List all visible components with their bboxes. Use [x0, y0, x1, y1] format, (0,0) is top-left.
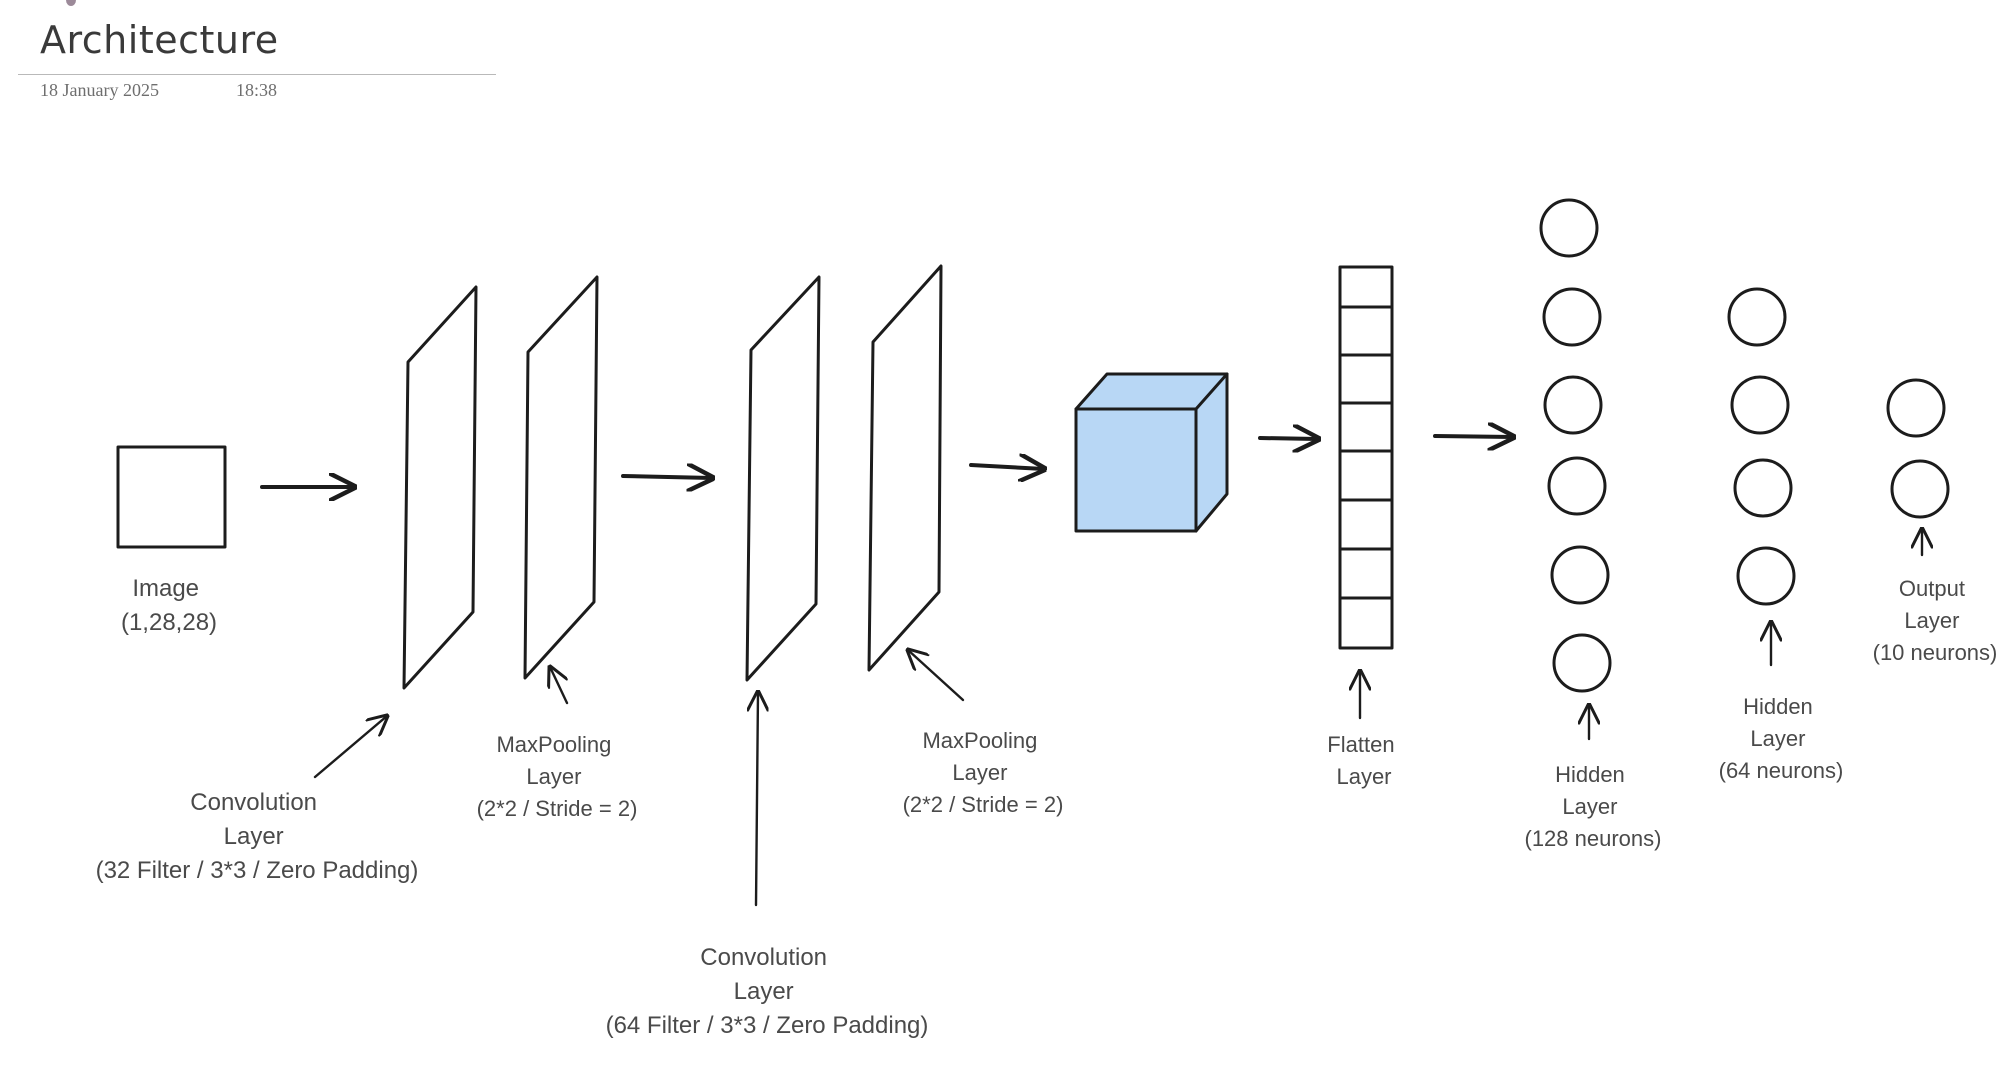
flatten-vector [1338, 265, 1394, 650]
title-divider [18, 74, 496, 75]
label-image: Image (1,28,28) [121, 575, 217, 636]
flow-arrow-pool2-to-cube [969, 465, 1044, 469]
neuron [1550, 545, 1610, 605]
neuron [1890, 459, 1950, 519]
neuron [1543, 375, 1603, 435]
pool2-feature-map [867, 264, 943, 672]
label-output: Output Layer (10 neurons) [1873, 576, 1998, 665]
output-layer-neurons [1886, 378, 1950, 519]
conv2-feature-map [745, 275, 821, 682]
flow-arrow-cube-to-flatten [1258, 438, 1318, 439]
label-pool1: MaxPooling Layer (2*2 / Stride = 2) [477, 732, 638, 821]
label-pool2: MaxPooling Layer (2*2 / Stride = 2) [903, 728, 1064, 817]
neuron [1552, 633, 1612, 693]
label-hidden2: Hidden Layer (64 neurons) [1719, 694, 1844, 783]
page-corner-mark [66, 0, 76, 6]
pointer-arrow-pool2 [908, 650, 965, 702]
page-title: Architecture [40, 18, 279, 62]
page-time: 18:38 [236, 80, 278, 100]
neuron [1542, 287, 1602, 347]
label-flatten: Flatten Layer [1327, 732, 1400, 789]
pool1-feature-map [523, 275, 599, 680]
label-hidden1: Hidden Layer (128 neurons) [1525, 762, 1662, 851]
hidden-layer-1-neurons [1539, 198, 1612, 693]
pointer-arrow-conv2 [756, 692, 758, 907]
neuron [1886, 378, 1946, 438]
flow-arrow-flatten-to-hidden1 [1433, 436, 1513, 437]
neuron [1733, 458, 1793, 518]
flow-arrow-pool1-to-conv2 [621, 476, 712, 478]
feature-volume-cube [1074, 372, 1229, 533]
neuron [1539, 198, 1599, 258]
neuron [1730, 375, 1790, 435]
label-conv2: Convolution Layer (64 Filter / 3*3 / Zer… [606, 944, 929, 1039]
conv1-feature-map [402, 285, 478, 690]
hidden-layer-2-neurons [1727, 287, 1796, 606]
page-date: 18 January 2025 [40, 80, 159, 100]
pointer-arrow-pool1 [550, 667, 569, 705]
pointer-arrow-conv1 [313, 716, 387, 779]
input-image-box [116, 445, 227, 549]
neuron [1727, 287, 1787, 347]
neuron [1736, 546, 1796, 606]
neuron [1547, 456, 1607, 516]
label-conv1: Convolution Layer (32 Filter / 3*3 / Zer… [96, 789, 419, 884]
